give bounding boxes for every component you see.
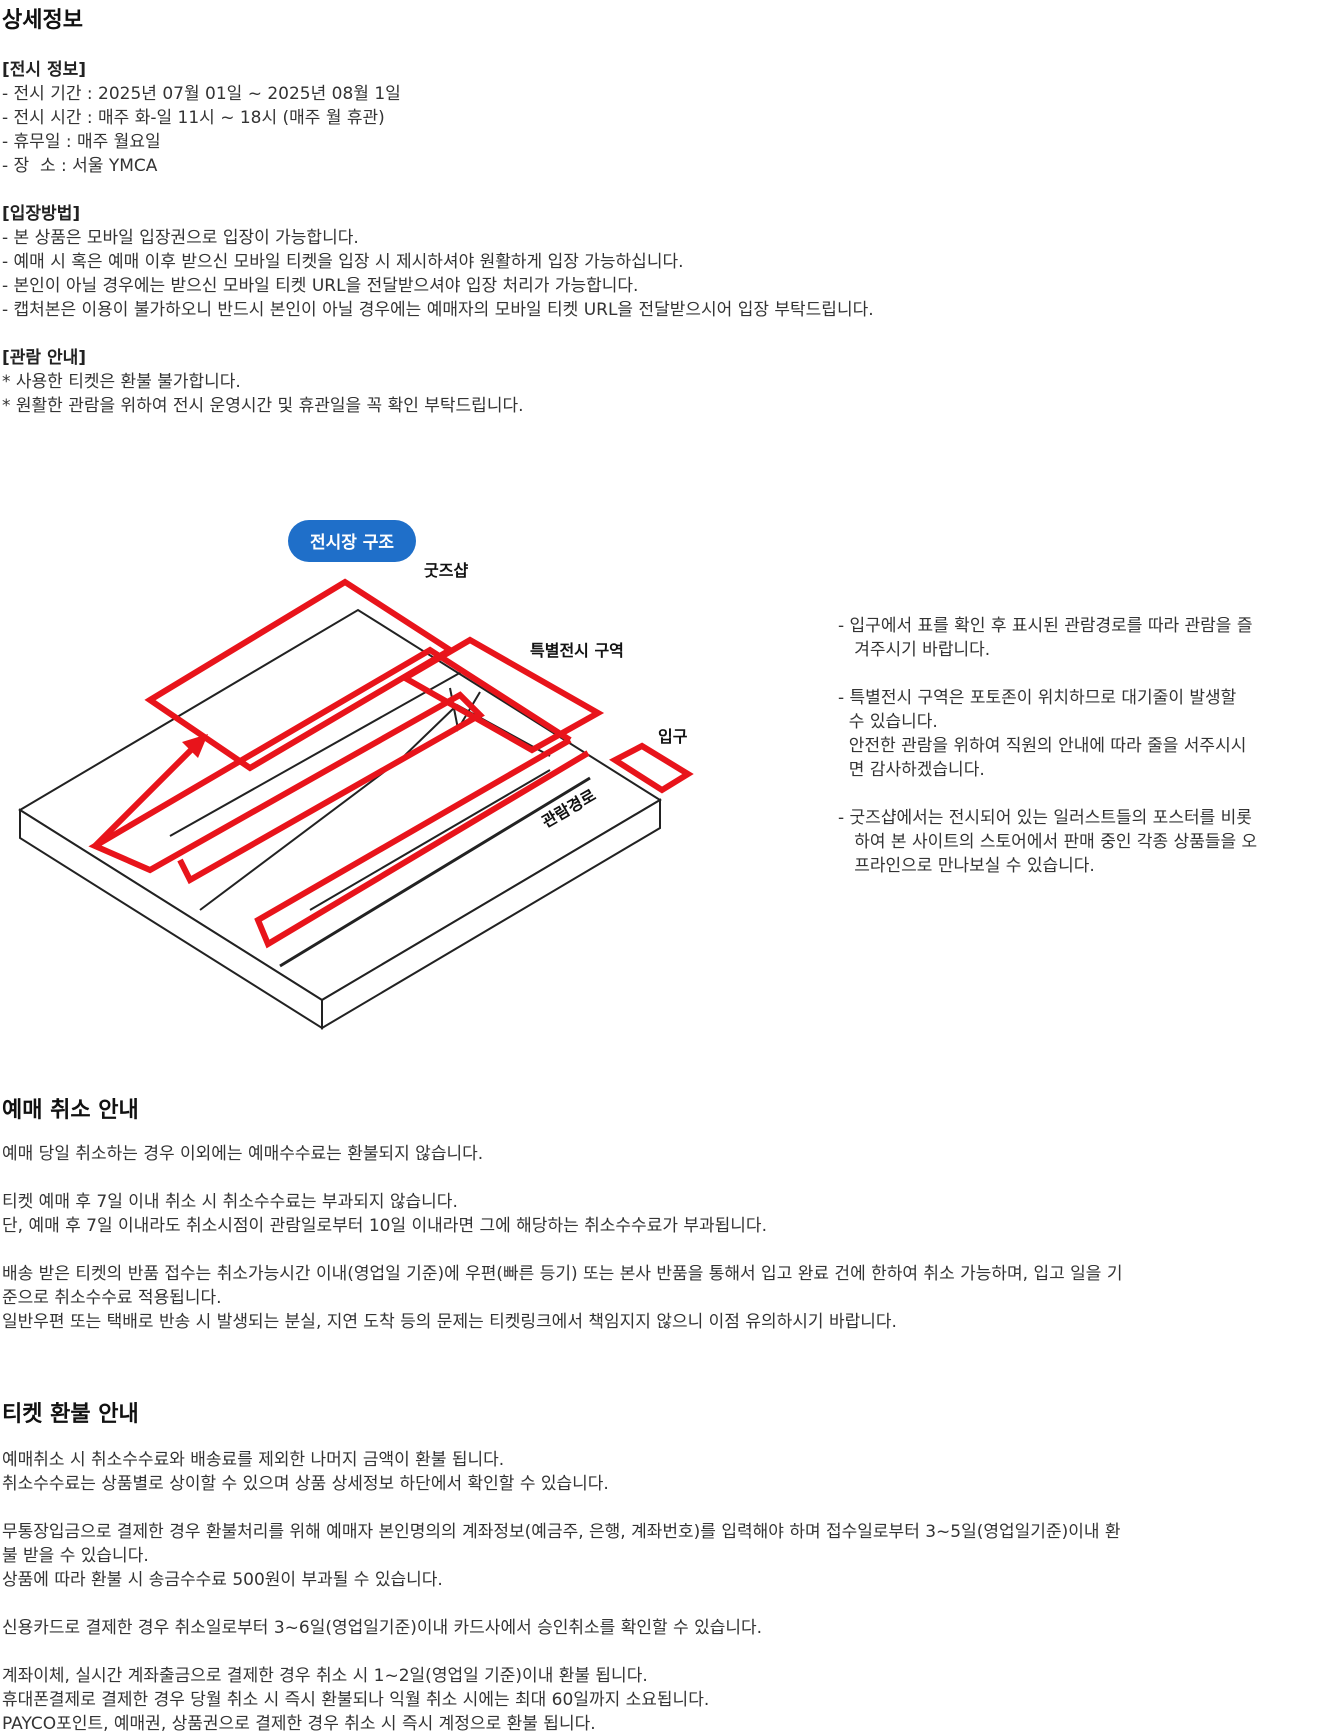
cancel-line: 준으로 취소수수료 적용됩니다. [2,1288,222,1308]
route-arrow-head [182,734,208,758]
refund-gap [2,1640,1302,1664]
map-badge-text: 전시장 구조 [310,533,394,553]
note-line: 면 감사하겠습니다. [838,760,985,780]
cancel-line: 예매 당일 취소하는 경우 이외에는 예매수수료는 환불되지 않습니다. [2,1144,484,1164]
exhibit-info-line: - 장 소 : 서울 YMCA [2,156,158,176]
viewing-line: * 원활한 관람을 위하여 전시 운영시간 및 휴관일을 꼭 확인 부탁드립니다… [2,396,524,416]
refund-line: 신용카드로 결제한 경우 취소일로부터 3~6일(영업일기준)이내 카드사에서 … [2,1618,763,1638]
route-upper-loop [88,646,572,885]
exhibit-info-line: - 전시 기간 : 2025년 07월 01일 ~ 2025년 08월 1일 [2,84,401,104]
cancel-line: 배송 받은 티켓의 반품 접수는 취소가능시간 이내(영업일 기준)에 우편(빠… [2,1264,1123,1284]
note-line: 겨주시기 바랍니다. [838,640,991,660]
note-line: 수 있습니다. [838,712,938,732]
refund-gap [2,1592,1302,1616]
inner-wall-upper [169,669,466,837]
note-gap [838,662,1318,686]
refund-line: 취소수수료는 상품별로 상이할 수 있으며 상품 상세정보 하단에서 확인할 수… [2,1474,609,1494]
refund-line: 휴대폰결제로 결제한 경우 당월 취소 시 즉시 환불되나 익월 취소 시에는 … [2,1690,710,1710]
refund-line: 무통장입금으로 결제한 경우 환불처리를 위해 예매자 본인명의의 계좌정보(예… [2,1522,1121,1542]
route-lower-loop [254,737,590,949]
inner-wall-middle [309,769,551,911]
entry-line: - 캡처본은 이용이 불가하오니 반드시 본인이 아닐 경우에는 예매자의 모바… [2,300,874,320]
entry-line: - 예매 시 혹은 예매 이후 받으신 모바일 티켓을 입장 시 제시하셔야 원… [2,252,684,272]
viewing-section: [관람 안내] * 사용한 티켓은 환불 불가합니다. * 원활한 관람을 위하… [2,346,1302,418]
exhibit-info-line: - 전시 시간 : 매주 화-일 11시 ~ 18시 (매주 월 휴관) [2,108,385,128]
refund-line: PAYCO포인트, 예매권, 상품권으로 결제한 경우 취소 시 즉시 계정으로… [2,1714,596,1734]
cancel-line: 일반우편 또는 택배로 반송 시 발생되는 분실, 지연 도착 등의 문제는 티… [2,1312,897,1332]
label-special-zone: 특별전시 구역 [530,641,624,660]
refund-line: 예매취소 시 취소수수료와 배송료를 제외한 나머지 금액이 환불 됩니다. [2,1450,505,1470]
refund-title: 티켓 환불 안내 [2,1402,139,1427]
map-notes: - 입구에서 표를 확인 후 표시된 관람경로를 따라 관람을 즐 겨주시기 바… [838,614,1318,878]
entry-line: - 본 상품은 모바일 입장권으로 입장이 가능합니다. [2,228,359,248]
cancel-gap [2,1166,1302,1190]
refund-gap [2,1496,1302,1520]
exhibit-info-heading: [전시 정보] [2,60,87,80]
entry-section: [입장방법] - 본 상품은 모바일 입장권으로 입장이 가능합니다. - 예매… [2,202,1302,322]
viewing-heading: [관람 안내] [2,348,87,368]
cancel-line: 단, 예매 후 7일 이내라도 취소시점이 관람일로부터 10일 이내라면 그에… [2,1216,767,1236]
label-entrance: 입구 [658,727,688,746]
route-arrow-shaft [92,743,198,849]
refund-line: 계좌이체, 실시간 계좌출금으로 결제한 경우 취소 시 1~2일(영업일 기준… [2,1666,648,1686]
refund-line: 불 받을 수 있습니다. [2,1546,149,1566]
cancel-section: 예매 당일 취소하는 경우 이외에는 예매수수료는 환불되지 않습니다. 티켓 … [2,1142,1302,1334]
entry-line: - 본인이 아닐 경우에는 받으신 모바일 티켓 URL을 전달받으셔야 입장 … [2,276,639,296]
refund-section: 예매취소 시 취소수수료와 배송료를 제외한 나머지 금액이 환불 됩니다. 취… [2,1448,1302,1736]
note-line: - 입구에서 표를 확인 후 표시된 관람경로를 따라 관람을 즐 [838,616,1253,636]
cancel-gap [2,1238,1302,1262]
label-goods-shop: 굿즈샵 [424,561,468,580]
note-line: 하여 본 사이트의 스토어에서 판매 중인 각종 상품들을 오 [838,832,1258,852]
cancel-line: 티켓 예매 후 7일 이내 취소 시 취소수수료는 부과되지 않습니다. [2,1192,458,1212]
detail-title: 상세정보 [2,8,83,33]
viewing-line: * 사용한 티켓은 환불 불가합니다. [2,372,241,392]
note-line: 프라인으로 만나보실 수 있습니다. [838,856,1095,876]
floor-side-right [321,798,661,1030]
inner-wall-lower [279,776,591,968]
entrance-outline [609,742,694,794]
cancel-title: 예매 취소 안내 [2,1098,139,1123]
note-line: - 특별전시 구역은 포토존이 위치하므로 대기줄이 발생할 [838,688,1237,708]
note-gap [838,782,1318,806]
special-zone-outline [398,636,605,754]
exhibit-info-line: - 휴무일 : 매주 월요일 [2,132,161,152]
map-badge-bg [288,520,416,562]
refund-line: 상품에 따라 환불 시 송금수수료 500원이 부과될 수 있습니다. [2,1570,443,1590]
entry-heading: [입장방법] [2,204,81,224]
exhibition-map-diagram: 전시장 구조 굿즈샵 특별전시 구역 입구 관람경로 [18,520,694,1030]
exhibit-info-section: [전시 정보] - 전시 기간 : 2025년 07월 01일 ~ 2025년 … [2,58,1302,178]
note-line: - 굿즈샵에서는 전시되어 있는 일러스트들의 포스터를 비롯 [838,808,1252,828]
note-line: 안전한 관람을 위하여 직원의 안내에 따라 줄을 서주시시 [838,736,1247,756]
